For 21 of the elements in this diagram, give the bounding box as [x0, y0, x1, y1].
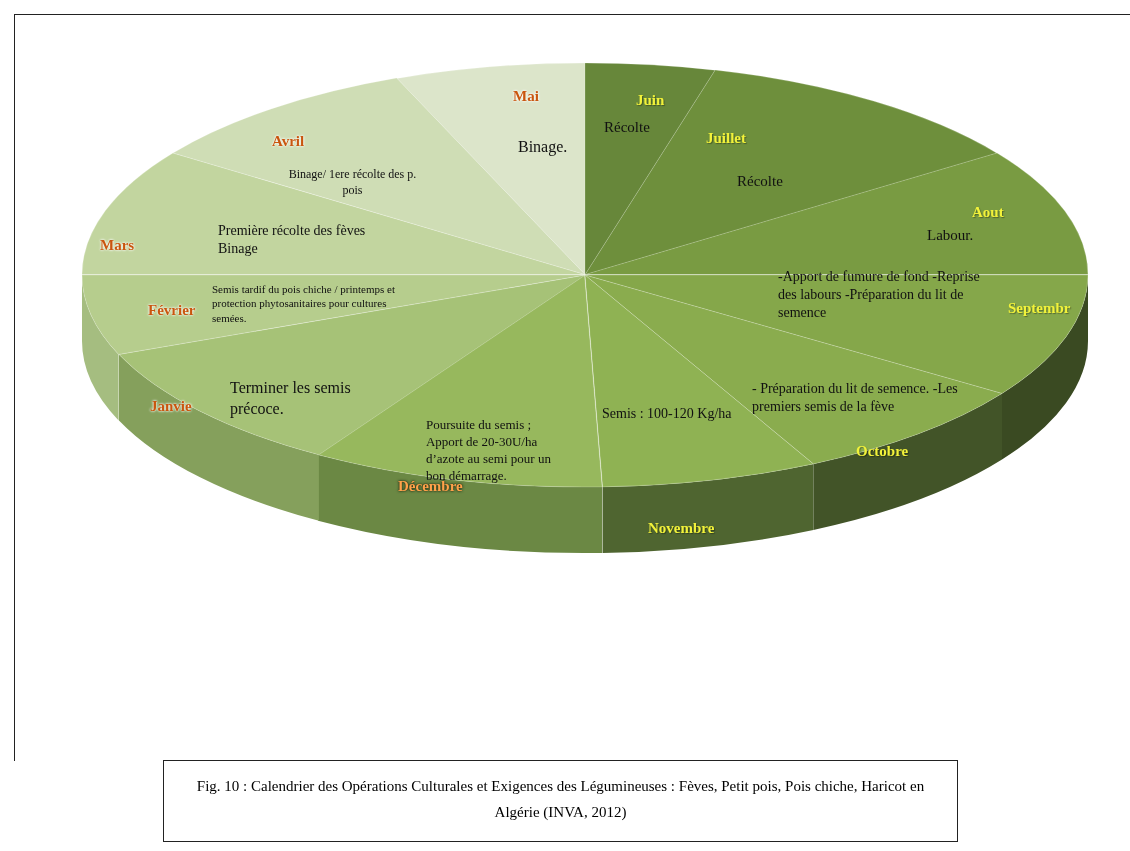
activity-text: - Préparation du lit de semence. -Les premiers semis de la fève — [752, 380, 959, 417]
activity-text: Première récolte des fèves Binage — [218, 222, 367, 259]
month-label: Janvie — [150, 398, 192, 415]
month-label: Octobre — [856, 443, 909, 460]
month-label: Septembr — [1008, 300, 1071, 317]
activity-text: Binage. — [518, 137, 569, 158]
month-label: Mai — [513, 88, 539, 105]
month-label: Juillet — [706, 130, 746, 147]
month-label: Aout — [972, 204, 1004, 221]
activity-text: Labour. — [927, 226, 975, 245]
month-label: Février — [148, 302, 196, 319]
month-label: Avril — [272, 133, 305, 150]
month-label: Mars — [100, 237, 135, 254]
activity-text: Récolte — [604, 118, 651, 137]
activity-text: Binage/ 1ere récolte des p. pois — [287, 167, 418, 199]
activity-text: Terminer les semis précoce. — [230, 378, 352, 420]
month-label: Juin — [636, 92, 665, 109]
activity-text: Récolte — [737, 172, 784, 191]
figure-caption: Fig. 10 : Calendrier des Opérations Culturales et Exigences des Légumineuses : Fèves, Petit pois, Pois chiche, Haricot en Algérie (INVA, 2012) — [163, 760, 958, 842]
activity-text: Semis tardif du pois chiche / printemps et protection phytosanitaires pour cultures semées. — [212, 282, 396, 325]
month-label: Novembre — [648, 520, 715, 537]
